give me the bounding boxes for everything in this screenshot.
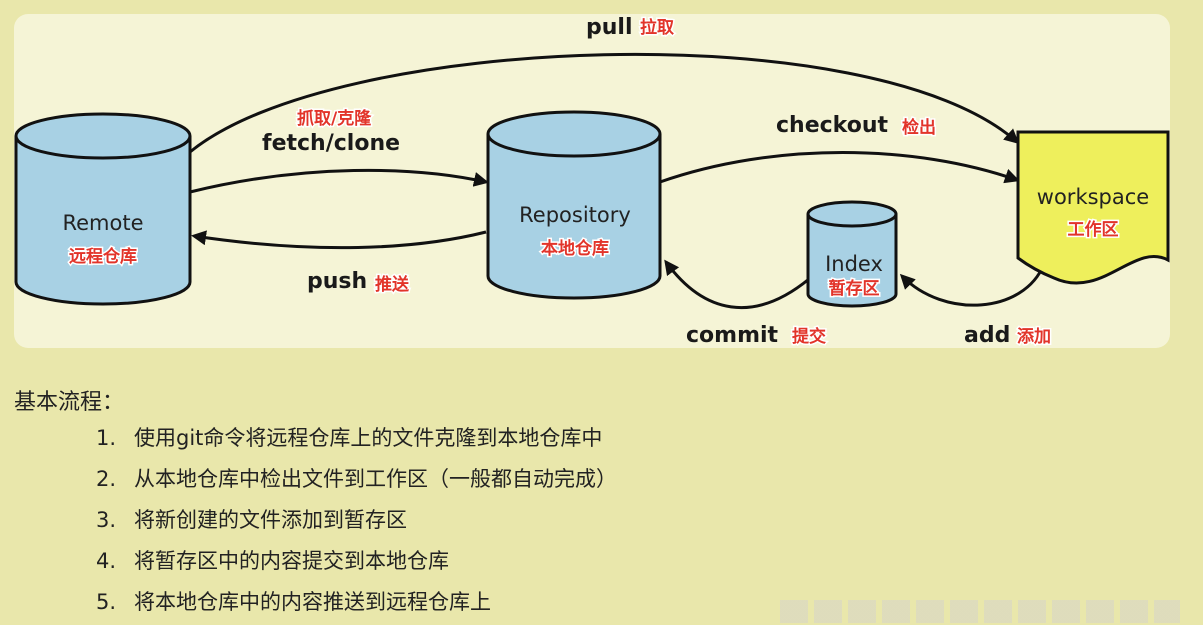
pull-arrow bbox=[189, 52, 1020, 154]
add-arrow bbox=[899, 263, 1046, 307]
step-text: 将暂存区中的内容提交到本地仓库 bbox=[134, 549, 449, 573]
list-item: 2. 从本地仓库中检出文件到工作区（一般都自动完成） bbox=[96, 461, 617, 502]
list-item: 3. 将新创建的文件添加到暂存区 bbox=[96, 502, 617, 543]
checkout-label: checkout bbox=[776, 113, 888, 138]
step-number: 5. bbox=[96, 590, 117, 614]
diagram-canvas: Remote 远程仓库 Repository 本地仓库 Index 暂存区 wo… bbox=[14, 15, 1170, 348]
index-label-cn: 暂存区 bbox=[829, 278, 880, 299]
git-workflow-diagram: Remote 远程仓库 Repository 本地仓库 Index 暂存区 wo… bbox=[14, 14, 1170, 348]
step-text: 使用git命令将远程仓库上的文件克隆到本地仓库中 bbox=[134, 426, 603, 450]
repository-cylinder: Repository 本地仓库 bbox=[486, 110, 662, 300]
list-item: 4. 将暂存区中的内容提交到本地仓库 bbox=[96, 543, 617, 584]
watermark-blur bbox=[780, 600, 1180, 623]
push-label-cn: 推送 bbox=[375, 274, 410, 295]
steps-list: 1. 使用git命令将远程仓库上的文件克隆到本地仓库中 2. 从本地仓库中检出文件到… bbox=[96, 420, 617, 625]
index-label: Index bbox=[825, 252, 883, 276]
index-cylinder: Index 暂存区 bbox=[806, 200, 898, 308]
remote-cylinder: Remote 远程仓库 bbox=[14, 112, 192, 306]
fetch-clone-label-cn: 抓取/克隆 bbox=[297, 108, 372, 129]
remote-label-cn: 远程仓库 bbox=[69, 246, 137, 267]
add-label-cn: 添加 bbox=[1017, 326, 1051, 347]
list-item: 1. 使用git命令将远程仓库上的文件克隆到本地仓库中 bbox=[96, 420, 617, 461]
fetch-clone-arrow bbox=[189, 168, 489, 194]
step-number: 3. bbox=[96, 508, 117, 532]
workspace-label: workspace bbox=[1037, 185, 1149, 209]
step-number: 1. bbox=[96, 426, 117, 450]
steps-heading: 基本流程： bbox=[14, 390, 125, 415]
checkout-label-cn: 检出 bbox=[902, 117, 936, 138]
commit-arrow bbox=[664, 259, 810, 310]
step-number: 2. bbox=[96, 467, 117, 491]
pull-label: pull bbox=[586, 15, 633, 40]
step-text: 从本地仓库中检出文件到工作区（一般都自动完成） bbox=[134, 467, 617, 491]
commit-label-cn: 提交 bbox=[792, 326, 826, 347]
workspace-document: workspace 工作区 bbox=[1016, 130, 1170, 285]
step-number: 4. bbox=[96, 549, 117, 573]
commit-label: commit bbox=[686, 323, 779, 348]
step-text: 将新创建的文件添加到暂存区 bbox=[134, 508, 407, 532]
repository-label: Repository bbox=[519, 203, 631, 227]
repository-label-cn: 本地仓库 bbox=[541, 238, 609, 259]
push-label: push bbox=[307, 269, 367, 294]
workspace-label-cn: 工作区 bbox=[1068, 219, 1119, 240]
list-item: 5. 将本地仓库中的内容推送到远程仓库上 bbox=[96, 584, 617, 625]
add-label: add bbox=[964, 323, 1010, 348]
step-text: 将本地仓库中的内容推送到远程仓库上 bbox=[134, 590, 491, 614]
remote-label: Remote bbox=[62, 211, 143, 235]
checkout-arrow bbox=[659, 151, 1020, 184]
push-arrow bbox=[191, 230, 487, 250]
pull-label-cn: 拉取 bbox=[640, 17, 674, 38]
fetch-clone-label: fetch/clone bbox=[262, 131, 400, 156]
